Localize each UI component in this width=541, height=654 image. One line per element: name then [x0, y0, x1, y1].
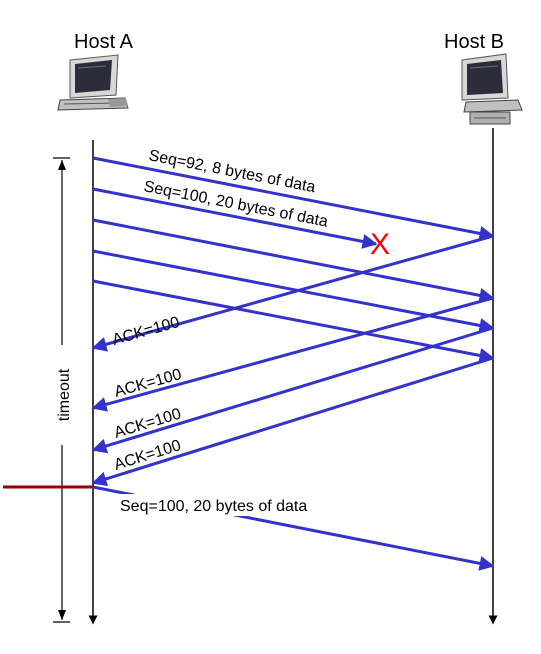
ack-4-arrow: [91, 356, 494, 487]
host-b-label: Host B: [444, 31, 504, 53]
retransmission-label: Seq=100, 20 bytes of data: [120, 498, 307, 515]
segment-seq92-arrow: [92, 156, 495, 241]
retransmission-label-bg: [116, 494, 364, 516]
ack-4-label: ACK=100: [112, 437, 183, 474]
host-a-computer-icon: [57, 54, 129, 111]
segment-4-arrow: [92, 249, 495, 333]
packet-loss-mark: X: [370, 228, 390, 261]
ack-1-label: ACK=100: [111, 314, 182, 349]
host-a-label: Host A: [74, 31, 134, 53]
segment-3-arrow: [92, 218, 495, 303]
ack-1-arrow: [91, 234, 494, 352]
ack-3-arrow: [91, 326, 494, 454]
segment-5-arrow: [92, 279, 495, 363]
segment-seq100-arrow: [92, 187, 378, 249]
ack-3-label: ACK=100: [112, 405, 183, 441]
host-b-computer-icon: [461, 53, 523, 125]
ack-2-arrow: [91, 296, 494, 412]
ack-2-label: ACK=100: [113, 366, 184, 401]
timeout-label: timeout: [56, 368, 73, 421]
timeout-interval: [53, 157, 70, 623]
